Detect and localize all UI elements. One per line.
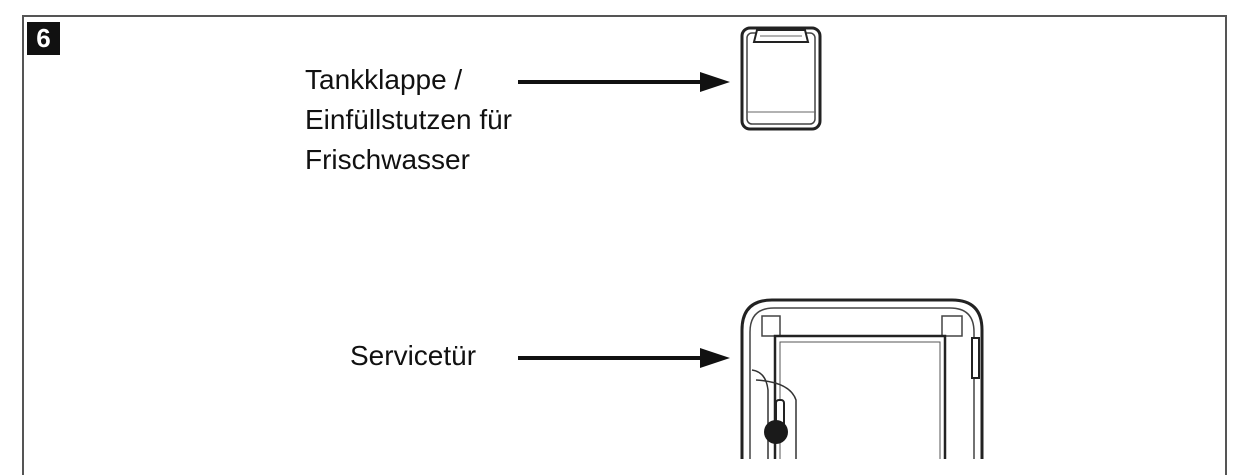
tank-flap-label-line3: Frischwasser bbox=[305, 144, 470, 175]
tank-flap-icon bbox=[740, 26, 822, 131]
figure-frame bbox=[22, 15, 1227, 475]
service-door-label: Servicetür bbox=[350, 340, 477, 371]
tank-flap-label-line1: Tankklappe / bbox=[305, 64, 463, 95]
step-number-badge: 6 bbox=[27, 22, 60, 55]
tank-flap-label-line2: Einfüllstutzen für bbox=[305, 104, 512, 135]
service-door-arrow bbox=[518, 348, 730, 368]
tank-flap-label: Tankklappe / Einfüllstutzen für Frischwa… bbox=[305, 60, 512, 180]
diagram-artwork bbox=[518, 26, 984, 459]
tank-flap-arrow bbox=[518, 72, 730, 92]
service-door-icon bbox=[740, 298, 984, 459]
